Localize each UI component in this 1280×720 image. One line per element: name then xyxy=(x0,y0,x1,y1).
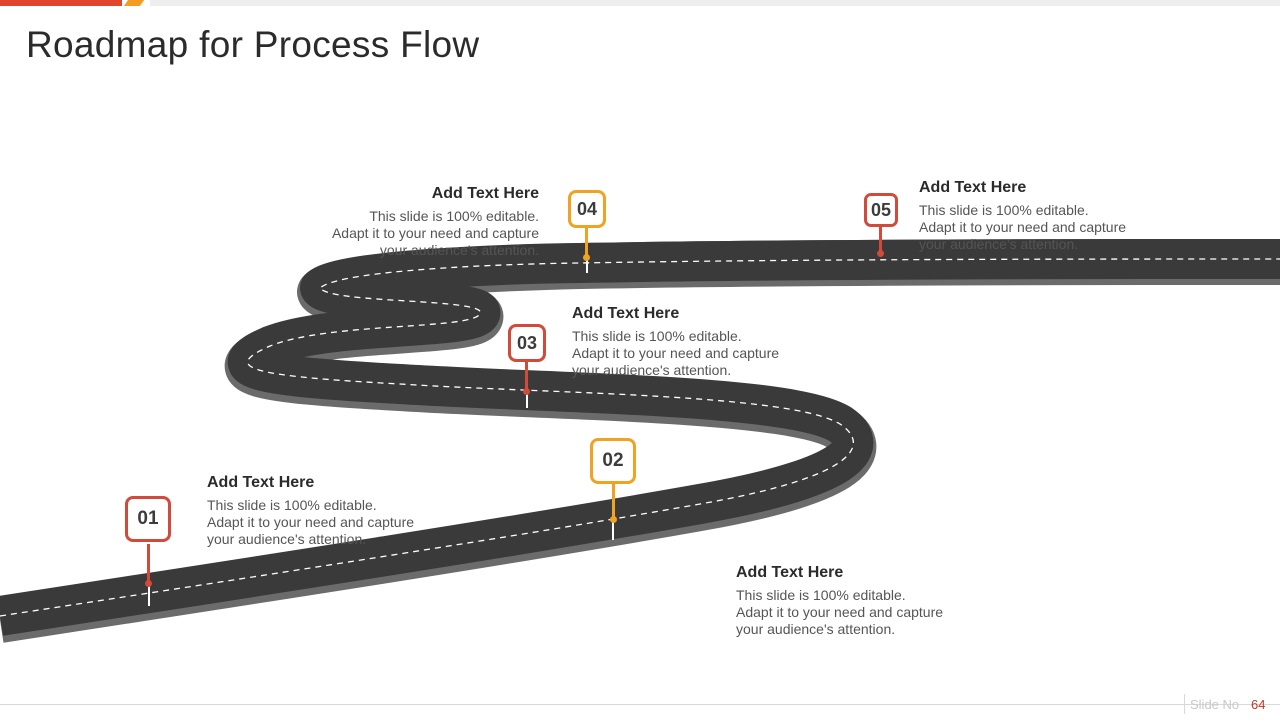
marker-stem-03 xyxy=(525,360,528,392)
milestone-body-line: your audience's attention. xyxy=(572,362,732,378)
road-tick-03 xyxy=(526,390,528,408)
milestone-body-line: This slide is 100% editable. xyxy=(572,328,742,344)
footer-divider xyxy=(0,704,1280,705)
milestone-body-line: This slide is 100% editable. xyxy=(369,208,539,224)
milestone-text-05: Add Text Here This slide is 100% editabl… xyxy=(919,179,1159,253)
milestone-heading: Add Text Here xyxy=(431,185,539,202)
milestone-marker-05: 05 xyxy=(864,193,898,227)
marker-stem-01 xyxy=(147,544,150,584)
road-tick-04 xyxy=(586,259,588,273)
top-accent-bar xyxy=(0,0,1280,7)
milestone-body-line: Adapt it to your need and capture xyxy=(572,345,780,361)
page-title: Roadmap for Process Flow xyxy=(26,24,480,65)
marker-dot-03 xyxy=(523,388,530,395)
milestone-body-line: your audience's attention. xyxy=(736,621,896,637)
milestone-text-02: Add Text Here This slide is 100% editabl… xyxy=(736,564,976,638)
milestone-heading: Add Text Here xyxy=(919,179,1027,196)
milestone-text-01: Add Text Here This slide is 100% editabl… xyxy=(207,474,447,548)
milestone-body-line: This slide is 100% editable. xyxy=(736,587,906,603)
milestone-body-line: Adapt it to your need and capture xyxy=(919,219,1127,235)
milestone-body-line: your audience's attention. xyxy=(379,242,539,258)
milestone-text-03: Add Text Here This slide is 100% editabl… xyxy=(572,305,812,379)
milestone-marker-02: 02 xyxy=(590,438,636,484)
milestone-marker-01: 01 xyxy=(125,496,171,542)
milestone-body-line: Adapt it to your need and capture xyxy=(331,225,539,241)
slide-number-label: Slide No xyxy=(1190,697,1240,712)
marker-dot-05 xyxy=(877,250,884,257)
road-tick-01 xyxy=(148,584,150,606)
milestone-heading: Add Text Here xyxy=(736,564,844,581)
milestone-body-line: your audience's attention. xyxy=(919,236,1079,252)
marker-stem-04 xyxy=(585,227,588,259)
slide-number: 64 xyxy=(1251,697,1266,712)
milestone-body-line: Adapt it to your need and capture xyxy=(736,604,944,620)
milestone-heading: Add Text Here xyxy=(207,474,315,491)
milestone-body-line: Adapt it to your need and capture xyxy=(207,514,415,530)
milestone-text-04: Add Text Here This slide is 100% editabl… xyxy=(299,185,539,259)
milestone-marker-03: 03 xyxy=(508,324,546,362)
milestone-heading: Add Text Here xyxy=(572,305,680,322)
marker-dot-01 xyxy=(145,580,152,587)
accent-gray-bar xyxy=(150,0,1280,6)
milestone-marker-04: 04 xyxy=(568,190,606,228)
road-tick-02 xyxy=(612,520,614,540)
winding-road xyxy=(0,239,1280,643)
marker-dot-02 xyxy=(610,516,617,523)
marker-stem-05 xyxy=(879,226,882,254)
milestone-body-line: This slide is 100% editable. xyxy=(919,202,1089,218)
marker-dot-04 xyxy=(583,254,590,261)
accent-red-bar xyxy=(0,0,122,6)
marker-stem-02 xyxy=(612,484,615,520)
footer-separator xyxy=(1184,694,1185,714)
milestone-body-line: your audience's attention. xyxy=(207,531,367,547)
milestone-body-line: This slide is 100% editable. xyxy=(207,497,377,513)
